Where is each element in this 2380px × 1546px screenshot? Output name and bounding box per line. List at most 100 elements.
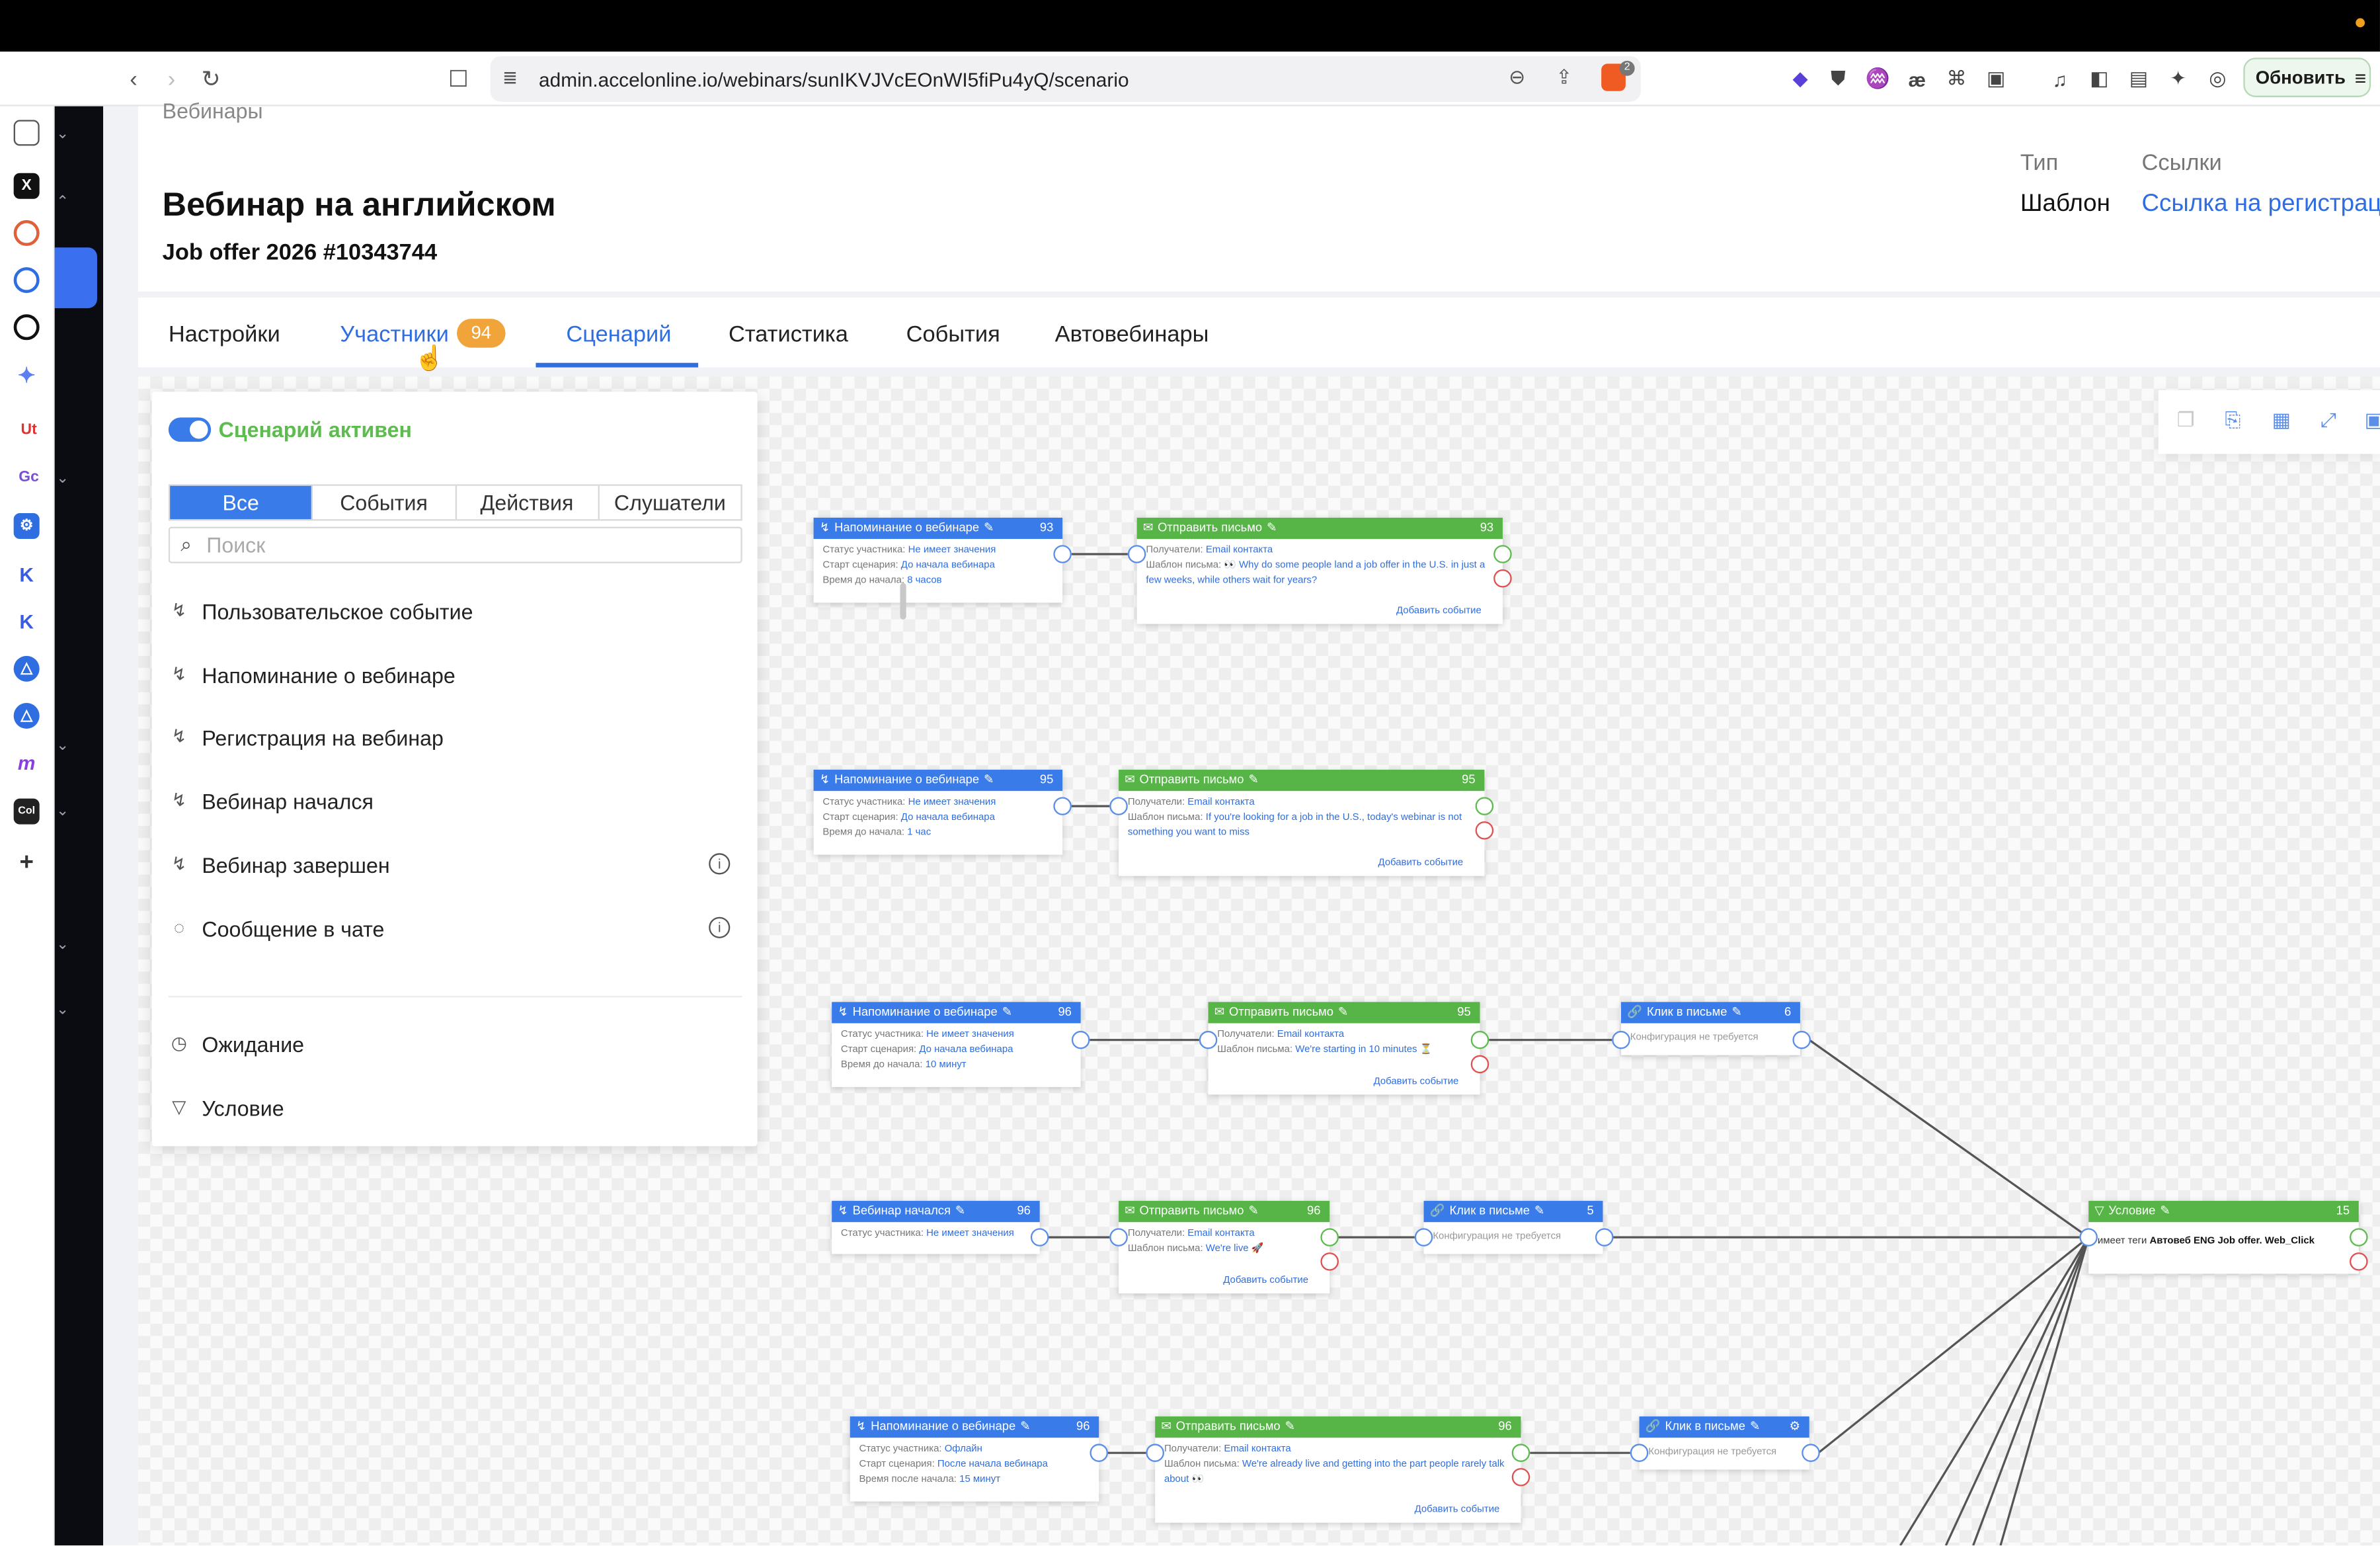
add-event-link[interactable]: Добавить событие [1223,1275,1309,1286]
output-port[interactable] [1792,1030,1811,1049]
trigger-node-reminder[interactable]: ↯Напоминание о вебинаре✎96 Статус участн… [832,1002,1081,1087]
output-port[interactable] [1071,1030,1090,1049]
palette-item-custom-event[interactable]: ↯Пользовательское событие [169,595,730,631]
add-icon[interactable]: + [19,849,34,875]
filter-actions[interactable]: Действия [456,485,600,520]
sidebar-toggle-icon[interactable] [13,120,40,146]
success-port[interactable] [1470,1030,1489,1049]
chevron-down-icon[interactable]: ⌄ [56,803,69,820]
app-icon-9[interactable]: ⚙ [13,513,40,540]
tab-scenario[interactable]: Сценарий [566,321,672,348]
drive-icon-2[interactable]: △ [13,703,40,729]
edit-icon[interactable]: ✎ [1248,772,1259,787]
share-icon[interactable]: ⇪ [1556,65,1573,89]
filter-events[interactable]: События [313,485,456,520]
edit-icon[interactable]: ✎ [984,772,994,787]
node-settings-icon[interactable]: ⚙ [1789,1419,1800,1434]
edit-icon[interactable]: ✎ [2160,1203,2170,1218]
bookmark-icon[interactable]: ☐ [448,67,469,93]
edit-icon[interactable]: ✎ [1266,520,1277,535]
music-icon[interactable]: ♫ [2052,67,2067,91]
input-port[interactable] [1612,1030,1630,1049]
extension-ae-icon[interactable]: æ [1908,67,1926,91]
chevron-down-icon[interactable]: ⌄ [56,737,69,755]
input-port[interactable] [1630,1444,1649,1462]
input-port[interactable] [1146,1444,1164,1462]
output-port[interactable] [1053,797,1072,815]
success-port[interactable] [1493,545,1512,563]
output-port[interactable] [1090,1444,1109,1462]
trigger-node-reminder[interactable]: ↯Напоминание о вебинаре✎95 Статус участн… [813,770,1063,855]
fail-port[interactable] [1493,569,1512,588]
fullscreen-icon[interactable]: ⤢ [2320,408,2336,432]
edit-icon[interactable]: ✎ [1002,1004,1012,1019]
app-icon-3[interactable] [13,267,40,294]
add-event-link[interactable]: Добавить событие [1414,1504,1500,1516]
vpn-icon[interactable]: ◎ [2209,67,2227,90]
trigger-node-email-click[interactable]: 🔗Клик в письме✎⚙ Конфигурация не требует… [1639,1416,1809,1470]
input-port[interactable] [1127,545,1146,563]
action-node-send-email[interactable]: ✉Отправить письмо✎95 Получатели: Email к… [1119,770,1485,876]
chevron-down-icon[interactable]: ⌄ [56,1002,69,1019]
edit-icon[interactable]: ✎ [1285,1419,1295,1434]
scenario-active-toggle[interactable] [168,417,212,442]
add-event-link[interactable]: Добавить событие [1396,606,1482,617]
info-icon[interactable]: i [709,853,731,875]
back-icon[interactable]: ‹ [130,65,138,92]
chevron-down-icon[interactable]: ⌄ [56,936,69,954]
action-node-send-email[interactable]: ✉Отправить письмо✎96 Получатели: Email к… [1119,1201,1330,1294]
extension-shield-icon[interactable]: ⛊ [1831,67,1846,90]
scrollbar[interactable] [900,583,906,620]
tab-settings[interactable]: Настройки [168,321,280,348]
grid-layout-icon[interactable]: ▦ [2272,408,2291,432]
trigger-node-reminder[interactable]: ↯Напоминание о вебинаре✎93 Статус участн… [813,517,1063,603]
filter-all[interactable]: Все [170,485,313,520]
extension-icon-1[interactable]: ◆ [1792,67,1808,90]
app-icon-4[interactable] [13,314,40,341]
success-port[interactable] [2350,1228,2368,1246]
tab-participants[interactable]: Участники [340,321,449,348]
chevron-down-icon[interactable]: ⌄ [56,470,69,487]
trigger-node-email-click[interactable]: 🔗Клик в письме✎6 Конфигурация не требует… [1621,1002,1800,1055]
output-port[interactable] [1053,545,1072,563]
palette-item-wait[interactable]: ◷Ожидание [169,1028,730,1064]
output-port[interactable] [1802,1444,1820,1462]
breadcrumb[interactable]: Вебинары [162,99,263,123]
extension-icon-3[interactable]: ♒ [1865,67,1890,90]
add-event-link[interactable]: Добавить событие [1378,858,1464,869]
edit-icon[interactable]: ✎ [1749,1419,1761,1434]
input-port[interactable] [1109,1228,1128,1246]
chevron-up-icon[interactable]: ⌃ [56,194,69,212]
paste-icon[interactable]: ⎘ [2225,408,2241,432]
output-port[interactable] [1030,1228,1049,1246]
gc-icon[interactable]: Gc [19,469,39,486]
add-event-link[interactable]: Добавить событие [1373,1076,1459,1087]
m-icon[interactable]: m [17,751,36,774]
ut-icon[interactable]: Ut [20,422,37,439]
edit-icon[interactable]: ✎ [984,520,994,535]
condition-node[interactable]: ▽Условие✎15 имеет теги Автовеб ENG Job o… [2088,1201,2359,1274]
nav-active-item[interactable] [54,247,97,309]
edit-icon[interactable]: ✎ [1248,1203,1259,1218]
search-input[interactable] [206,531,723,559]
trigger-node-reminder[interactable]: ↯Напоминание о вебинаре✎96 Статус участн… [850,1416,1099,1502]
edit-icon[interactable]: ✎ [1731,1004,1742,1019]
zoom-icon[interactable]: ⊖ [1509,65,1526,89]
extension-icon-6[interactable]: ▣ [1986,67,2006,90]
palette-item-registration[interactable]: ↯Регистрация на вебинар [169,721,730,758]
fail-port[interactable] [1320,1252,1339,1271]
edit-icon[interactable]: ✎ [1020,1419,1031,1434]
input-port[interactable] [1109,797,1128,815]
site-settings-icon[interactable]: ≣ [502,67,518,89]
palette-item-webinar-reminder[interactable]: ↯Напоминание о вебинаре [169,659,730,695]
col-icon[interactable]: Col [13,798,40,825]
fail-port[interactable] [1511,1468,1530,1486]
puzzle-icon[interactable]: ⌘ [1946,67,1967,90]
output-port[interactable] [1595,1228,1614,1246]
filter-listeners[interactable]: Слушатели [614,490,726,515]
input-port[interactable] [1414,1228,1433,1246]
drive-icon[interactable]: △ [13,655,40,682]
k-icon-2[interactable]: K [19,610,34,633]
success-port[interactable] [1511,1444,1530,1462]
